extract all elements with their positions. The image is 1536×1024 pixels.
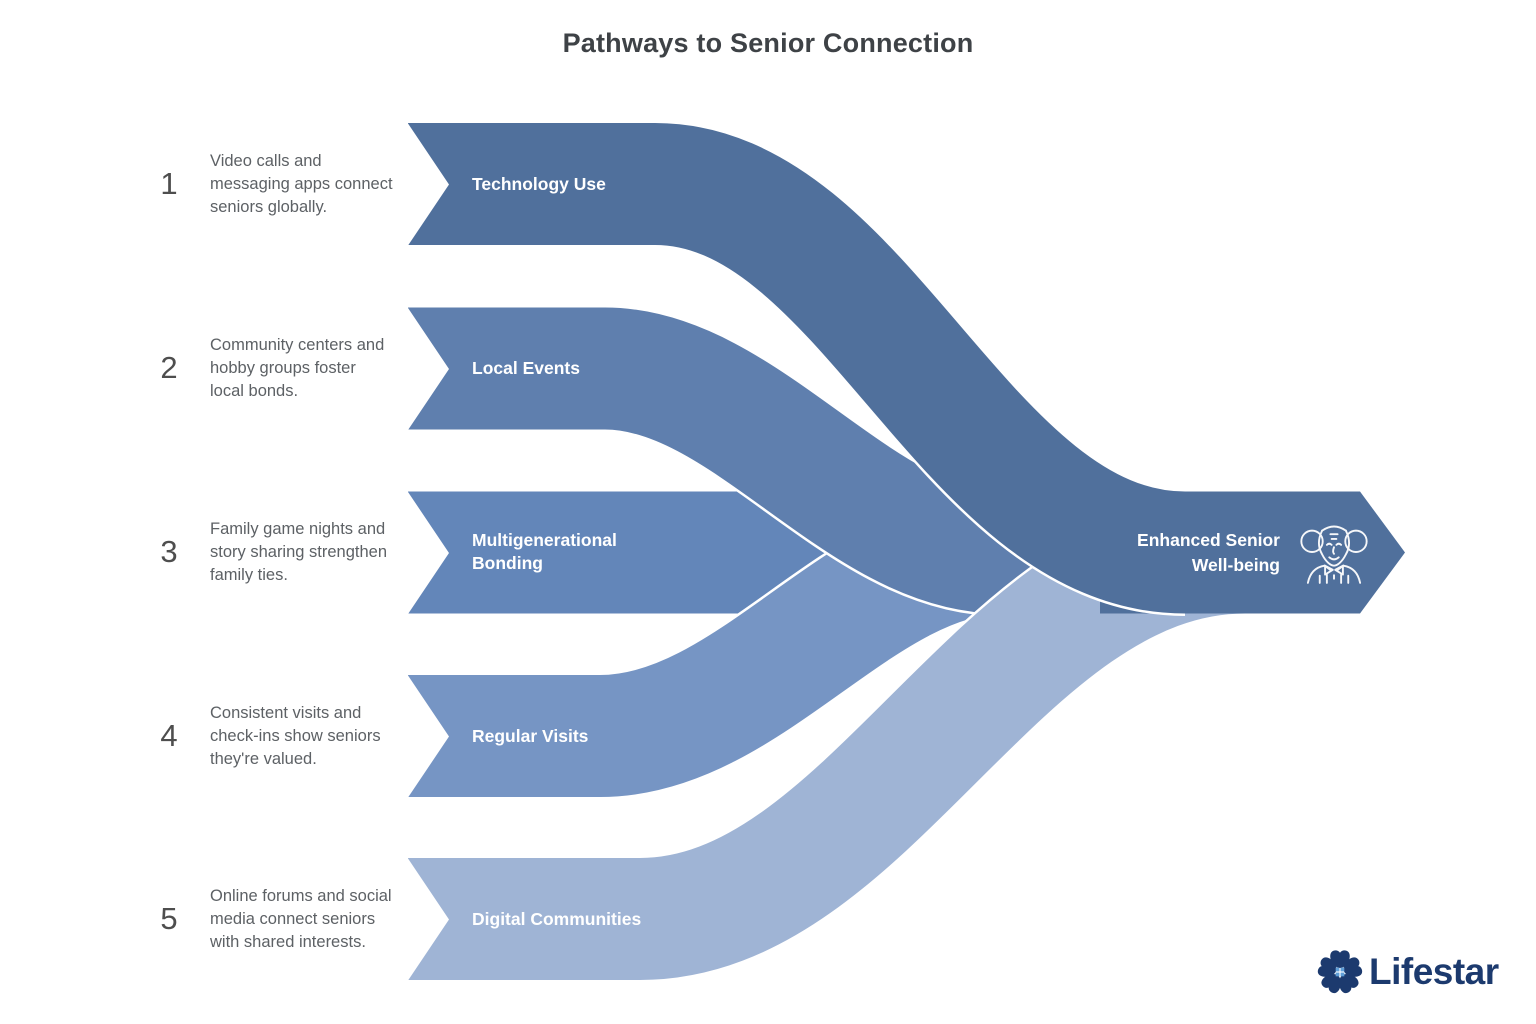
step-number-5: 5 (160, 901, 178, 936)
flow-band-local-events (408, 307, 1150, 614)
step-number-2: 2 (160, 350, 178, 385)
band-label-local-events: Local Events (472, 357, 580, 378)
band-tail-notches (407, 122, 449, 982)
step-description-3: Family game nights and story sharing str… (210, 519, 388, 584)
step-description-5: Online forums and social media connect s… (210, 886, 392, 951)
page-title: Pathways to Senior Connection (562, 28, 974, 58)
band-label-technology-use: Technology Use (472, 173, 606, 194)
outcome-line-1: Enhanced Senior (1137, 530, 1280, 550)
senior-person-icon (1300, 525, 1368, 584)
chevron-notch-icon (407, 857, 449, 982)
step-number-3: 3 (160, 534, 178, 569)
logo-wordmark: Lifestar (1369, 951, 1499, 992)
step-description-2: Community centers and hobby groups foste… (210, 335, 385, 400)
lifestar-logo: Lifestar (1316, 942, 1499, 1002)
flow-band-technology-use (408, 123, 1330, 614)
outcome-label: Enhanced Senior Well-being (1098, 491, 1280, 615)
band-label-regular-visits: Regular Visits (472, 725, 589, 746)
star-window-squares (1335, 967, 1345, 977)
step-number-1: 1 (160, 166, 178, 201)
chevron-notch-icon (407, 306, 449, 432)
band-label-digital-communities: Digital Communities (472, 908, 642, 929)
chevron-notch-icon (407, 122, 449, 247)
lifestar-star-icon (1317, 950, 1363, 994)
star-petals (1317, 950, 1363, 994)
chevron-notch-icon (407, 674, 449, 799)
step-description-1: Video calls and messaging apps connect s… (210, 151, 393, 216)
outcome-line-2: Well-being (1191, 555, 1280, 575)
chevron-notch-icon (407, 490, 449, 616)
step-description-4: Consistent visits and check-ins show sen… (210, 703, 381, 768)
step-number-4: 4 (160, 718, 178, 753)
band-label-multigenerational-bonding: Multigenerational Bonding (472, 530, 617, 573)
